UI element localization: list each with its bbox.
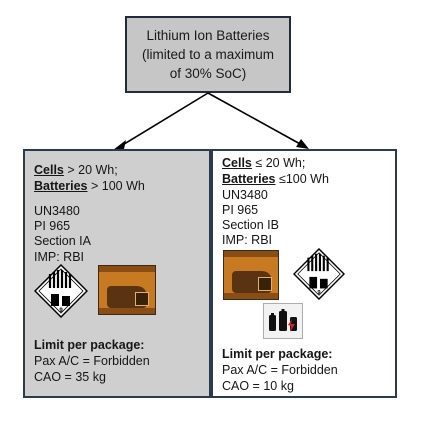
right-limit-title: Limit per package: [222, 347, 333, 361]
cargo-aircraft-only-label-icon [98, 265, 156, 315]
right-un-number: UN3480 [222, 188, 268, 202]
top-box: Lithium Ion Batteries (limited to a maxi… [125, 16, 291, 93]
svg-text:9: 9 [59, 308, 63, 314]
right-imp-code: IMP: RBI [222, 233, 273, 247]
left-imp-code: IMP: RBI [34, 250, 85, 264]
svg-text:9: 9 [317, 290, 320, 296]
right-batteries-condition: ≤100 Wh [275, 172, 329, 186]
right-cells-label: Cells [222, 156, 252, 170]
arrow-right-head [296, 139, 309, 149]
top-box-line1: Lithium Ion Batteries [146, 28, 270, 43]
arrow-left-head [113, 140, 126, 150]
arrow-right-line [207, 92, 303, 146]
left-panel: Cells > 20 Wh; Batteries > 100 Wh UN3480… [23, 149, 211, 398]
left-pax-limit: Pax A/C = Forbidden [34, 354, 150, 368]
right-cells-line: Cells ≤ 20 Wh; [222, 156, 305, 172]
class-9-lithium-hazard-label-icon: 9 [293, 248, 345, 300]
left-cells-line: Cells > 20 Wh; [34, 163, 118, 179]
cargo-aircraft-only-label-icon [223, 250, 279, 300]
right-batteries-label: Batteries [222, 172, 276, 186]
left-cells-condition: > 20 Wh; [63, 163, 118, 177]
right-section: Section IB [222, 218, 279, 232]
left-batteries-line: Batteries > 100 Wh [34, 179, 145, 195]
class-9-lithium-hazard-label-icon: 9 [34, 264, 88, 318]
left-packing-instruction: PI 965 [34, 219, 71, 233]
right-cao-limit: CAO = 10 kg [222, 379, 294, 393]
arrow-left-line [120, 92, 209, 147]
right-batteries-line: Batteries ≤100 Wh [222, 172, 329, 188]
left-cells-label: Cells [34, 163, 64, 177]
top-box-line2: (limited to a maximum [141, 47, 275, 62]
top-box-line3: of 30% SoC) [169, 66, 247, 81]
left-section: Section IA [34, 234, 91, 248]
right-pax-limit: Pax A/C = Forbidden [222, 363, 338, 377]
right-cells-condition: ≤ 20 Wh; [251, 156, 306, 170]
left-cao-limit: CAO = 35 kg [34, 370, 106, 384]
left-un-number: UN3480 [34, 204, 80, 218]
left-batteries-condition: > 100 Wh [87, 179, 145, 193]
right-panel: Cells ≤ 20 Wh; Batteries ≤100 Wh UN3480 … [211, 149, 397, 398]
left-limit-title: Limit per package: [34, 338, 145, 352]
right-packing-instruction: PI 965 [222, 203, 259, 217]
left-batteries-label: Batteries [34, 179, 88, 193]
battery-handling-icon [263, 303, 303, 339]
